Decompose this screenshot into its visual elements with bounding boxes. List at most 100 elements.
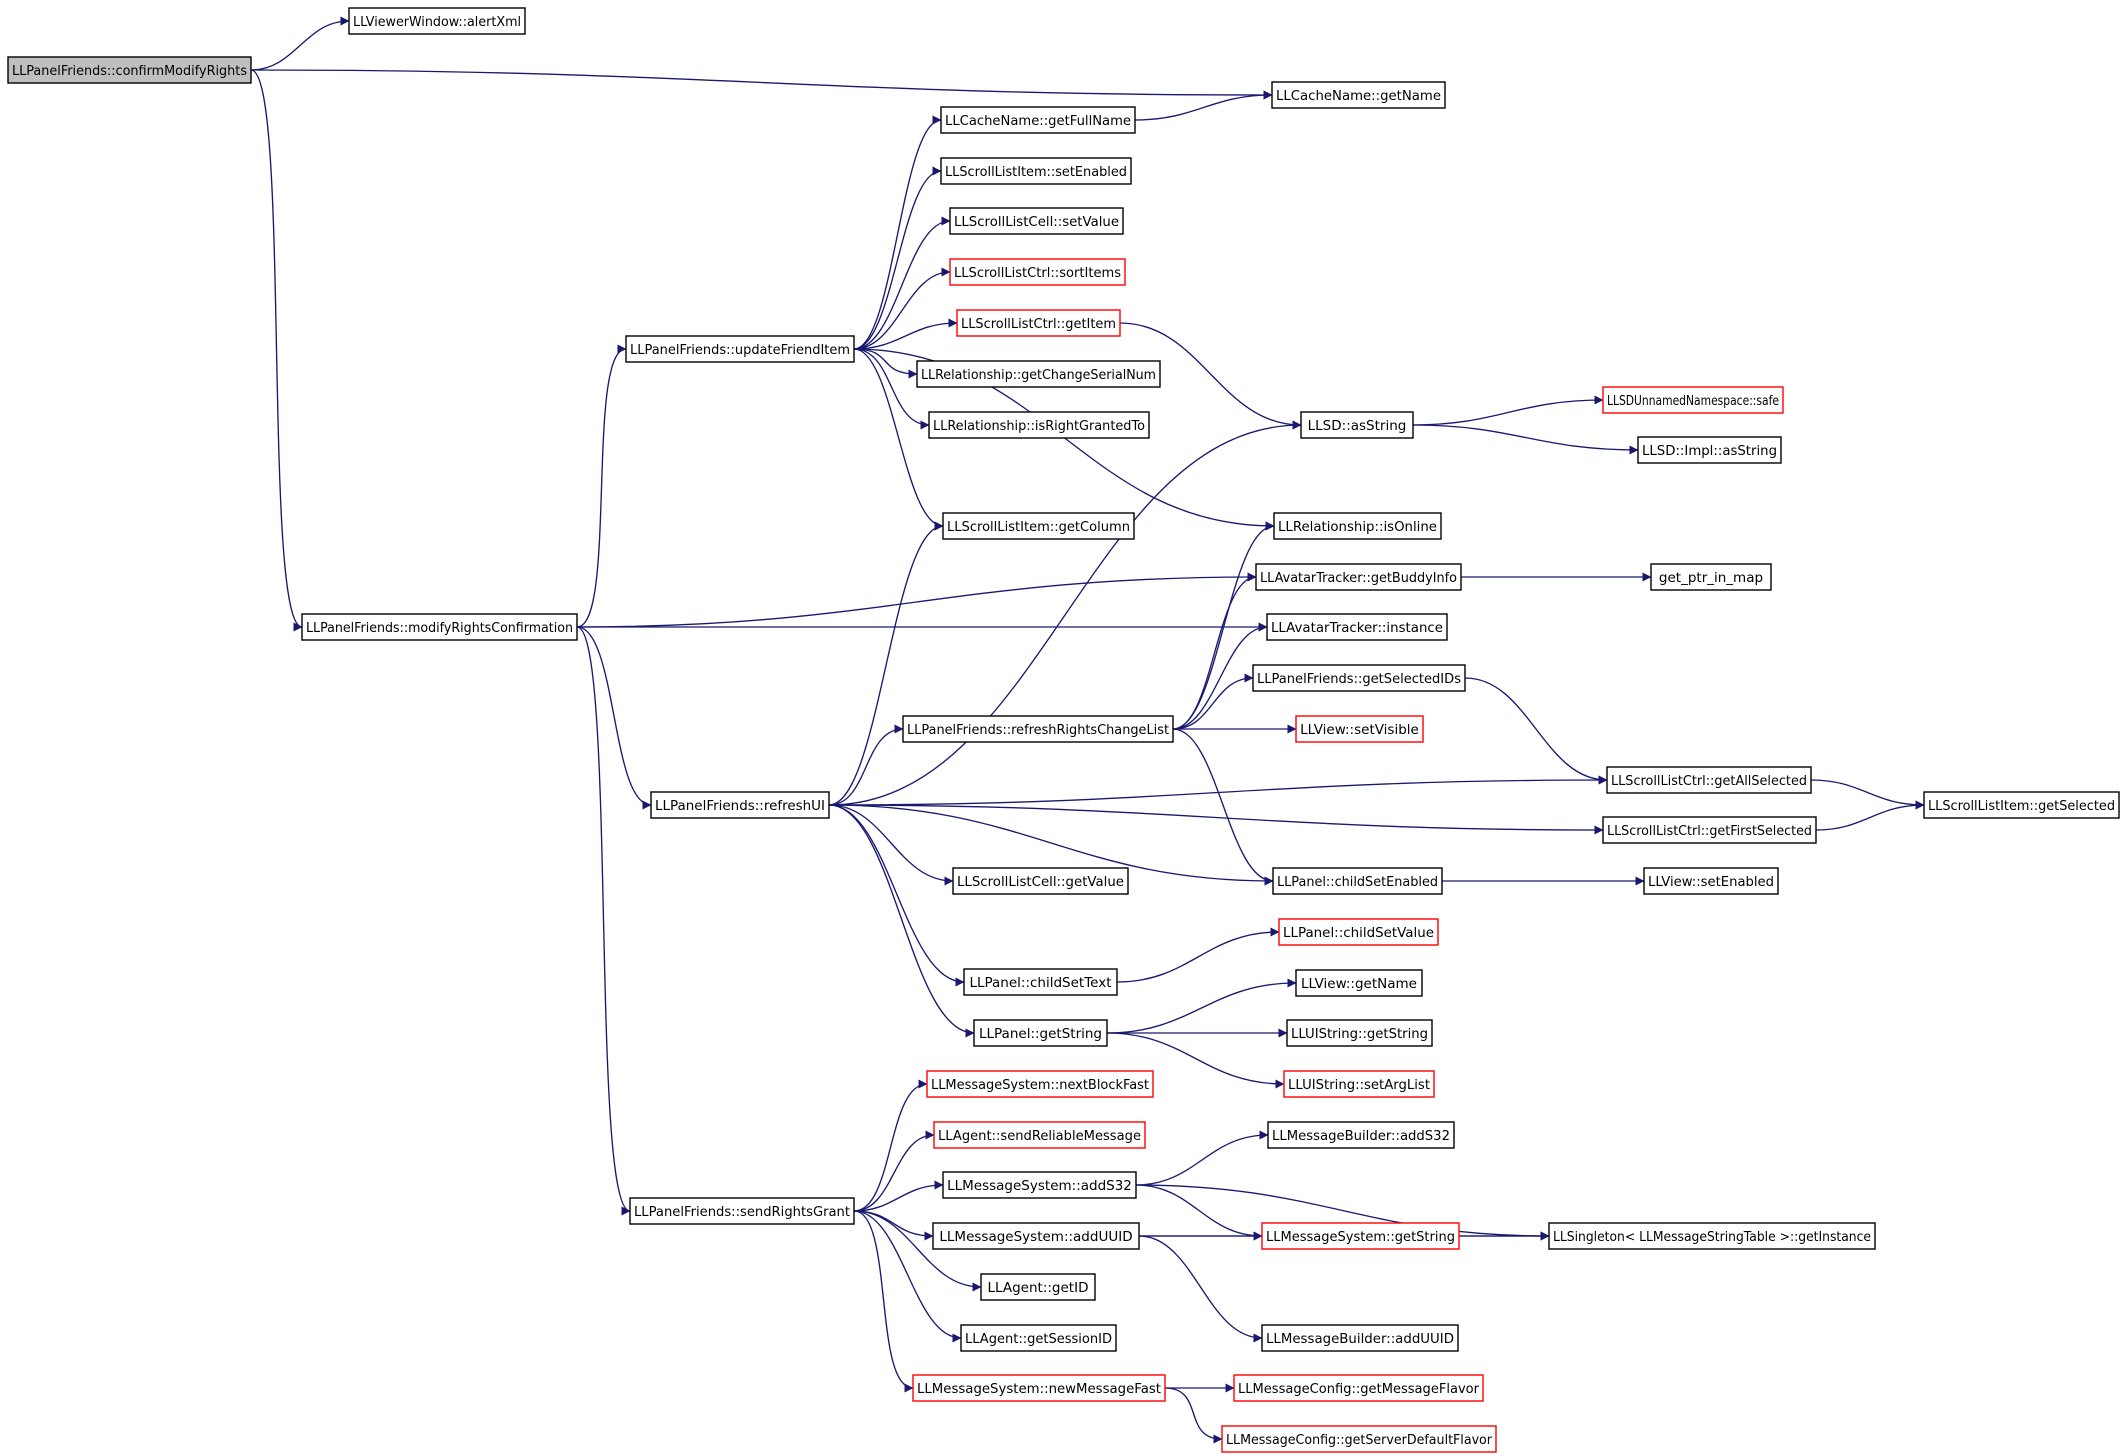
function-node-alert-xml[interactable]: LLViewerWindow::alertXml	[348, 7, 526, 35]
function-node-label: LLScrollListCell::setValue	[954, 214, 1119, 230]
function-node-ui-get-string[interactable]: LLUIString::getString	[1286, 1019, 1433, 1047]
function-node-agent-get-id[interactable]: LLAgent::getID	[980, 1273, 1096, 1301]
call-edge-send-rights-grant-to-msg-add-uuid	[853, 1210, 934, 1241]
call-edge-path	[1138, 1235, 1263, 1343]
call-edge-path	[1134, 90, 1273, 121]
function-node-msg-get-string[interactable]: LLMessageSystem::getString	[1261, 1222, 1460, 1250]
function-node-cell-get-value[interactable]: LLScrollListCell::getValue	[952, 867, 1129, 895]
function-node-safe[interactable]: LLSDUnnamedNamespace::safe	[1602, 386, 1784, 414]
function-node-label: LLMessageConfig::getMessageFlavor	[1238, 1381, 1479, 1397]
call-edge-modify-rights-confirmation-to-refresh-ui	[576, 626, 652, 810]
call-edge-refresh-rights-change-list-to-get-buddy-info	[1172, 572, 1257, 730]
function-node-label: LLSD::Impl::asString	[1642, 443, 1777, 459]
call-edge-path	[250, 69, 1273, 100]
function-node-label: LLMessageSystem::nextBlockFast	[931, 1077, 1149, 1093]
function-node-label: LLCacheName::getName	[1276, 88, 1441, 104]
function-node-box	[952, 867, 1129, 895]
function-node-box	[625, 335, 855, 363]
function-node-msg-add-s32[interactable]: LLMessageSystem::addS32	[942, 1171, 1137, 1199]
call-edge-send-rights-grant-to-agent-get-id	[853, 1210, 982, 1292]
function-node-get-server-default-flavor[interactable]: LLMessageConfig::getServerDefaultFlavor	[1221, 1425, 1497, 1453]
function-node-tracker-instance[interactable]: LLAvatarTracker::instance	[1266, 613, 1448, 641]
function-node-label: LLPanelFriends::refreshUI	[655, 798, 825, 814]
function-node-box	[933, 1121, 1146, 1149]
call-edge-path	[1135, 1184, 1550, 1241]
function-node-get-change-serial-num[interactable]: LLRelationship::getChangeSerialNum	[916, 360, 1161, 388]
call-edge-update-friend-item-to-item-set-enabled	[853, 166, 942, 350]
function-node-msg-add-uuid[interactable]: LLMessageSystem::addUUID	[932, 1222, 1140, 1250]
function-node-box	[949, 258, 1126, 286]
function-node-panel-get-string[interactable]: LLPanel::getString	[973, 1019, 1108, 1047]
function-node-builder-add-uuid[interactable]: LLMessageBuilder::addUUID	[1261, 1324, 1459, 1352]
function-node-sort-items[interactable]: LLScrollListCtrl::sortItems	[949, 258, 1126, 286]
function-node-get-ptr-in-map[interactable]: get_ptr_in_map	[1650, 563, 1772, 591]
function-node-is-online[interactable]: LLRelationship::isOnline	[1273, 512, 1442, 540]
function-node-is-right-granted-to[interactable]: LLRelationship::isRightGrantedTo	[928, 411, 1150, 439]
call-edge-path	[828, 724, 904, 806]
call-edge-path	[828, 420, 1302, 806]
call-edge-path	[250, 16, 350, 71]
function-node-cache-get-name[interactable]: LLCacheName::getName	[1271, 81, 1446, 109]
function-node-send-rights-grant[interactable]: LLPanelFriends::sendRightsGrant	[629, 1197, 855, 1225]
function-node-box	[980, 1273, 1096, 1301]
function-node-box	[301, 613, 578, 641]
function-node-box	[1606, 766, 1812, 794]
function-node-cell-set-value[interactable]: LLScrollListCell::setValue	[949, 207, 1124, 235]
function-node-box	[942, 512, 1135, 540]
function-node-send-reliable-message[interactable]: LLAgent::sendReliableMessage	[933, 1121, 1146, 1149]
function-node-singleton-get-instance[interactable]: LLSingleton< LLMessageStringTable >::get…	[1548, 1222, 1876, 1250]
function-node-child-set-enabled[interactable]: LLPanel::childSetEnabled	[1272, 867, 1443, 895]
call-edge-get-selected-ids-to-get-all-selected	[1464, 677, 1608, 785]
function-node-child-set-value[interactable]: LLPanel::childSetValue	[1278, 918, 1439, 946]
call-edge-sd-as-string-to-impl-as-string	[1412, 424, 1639, 455]
function-node-get-column[interactable]: LLScrollListItem::getColumn	[942, 512, 1135, 540]
function-node-update-friend-item[interactable]: LLPanelFriends::updateFriendItem	[625, 335, 855, 363]
function-node-get-buddy-info[interactable]: LLAvatarTracker::getBuddyInfo	[1255, 563, 1462, 591]
function-node-get-selected-ids[interactable]: LLPanelFriends::getSelectedIDs	[1252, 664, 1466, 692]
function-node-box	[1255, 563, 1462, 591]
function-node-item-get-selected[interactable]: LLScrollListItem::getSelected	[1923, 791, 2120, 819]
function-node-sd-as-string[interactable]: LLSD::asString	[1300, 411, 1414, 439]
call-edge-confirm-modify-rights-to-modify-rights-confirmation	[250, 69, 303, 632]
call-edge-path	[853, 166, 942, 350]
function-node-refresh-ui[interactable]: LLPanelFriends::refreshUI	[650, 791, 830, 819]
function-node-view-get-name[interactable]: LLView::getName	[1295, 969, 1423, 997]
function-node-label: LLPanelFriends::confirmModifyRights	[12, 63, 247, 79]
call-edge-path	[853, 267, 951, 350]
function-node-child-set-text[interactable]: LLPanel::childSetText	[963, 968, 1118, 996]
function-node-box	[1283, 1070, 1435, 1098]
call-edge-path	[828, 804, 1604, 835]
function-node-modify-rights-confirmation[interactable]: LLPanelFriends::modifyRightsConfirmation	[301, 613, 578, 641]
function-node-box	[1923, 791, 2120, 819]
call-edge-path	[1172, 622, 1268, 730]
function-node-builder-add-s32[interactable]: LLMessageBuilder::addS32	[1267, 1121, 1455, 1149]
function-node-view-set-visible[interactable]: LLView::setVisible	[1295, 715, 1424, 743]
function-node-get-session-id[interactable]: LLAgent::getSessionID	[960, 1324, 1117, 1352]
function-node-get-all-selected[interactable]: LLScrollListCtrl::getAllSelected	[1606, 766, 1812, 794]
function-node-box	[1221, 1425, 1497, 1453]
function-node-box	[932, 1222, 1140, 1250]
function-node-new-message-fast[interactable]: LLMessageSystem::newMessageFast	[912, 1374, 1166, 1402]
function-node-refresh-rights-change-list[interactable]: LLPanelFriends::refreshRightsChangeList	[902, 715, 1174, 743]
function-node-view-set-enabled[interactable]: LLView::setEnabled	[1643, 867, 1779, 895]
function-node-get-message-flavor[interactable]: LLMessageConfig::getMessageFlavor	[1233, 1374, 1484, 1402]
function-node-get-first-selected[interactable]: LLScrollListCtrl::getFirstSelected	[1602, 816, 1817, 844]
function-node-set-arg-list[interactable]: LLUIString::setArgList	[1283, 1070, 1435, 1098]
function-node-ctrl-get-item[interactable]: LLScrollListCtrl::getItem	[956, 309, 1121, 337]
function-node-label: LLRelationship::getChangeSerialNum	[921, 367, 1156, 383]
call-edge-refresh-rights-change-list-to-tracker-instance	[1172, 622, 1268, 730]
function-node-box	[7, 56, 252, 84]
call-edge-refresh-ui-to-panel-get-string	[828, 804, 975, 1038]
call-edge-path	[853, 1180, 944, 1212]
function-node-next-block-fast[interactable]: LLMessageSystem::nextBlockFast	[926, 1070, 1154, 1098]
call-edge-update-friend-item-to-get-column	[853, 348, 944, 531]
function-node-box	[1300, 411, 1414, 439]
call-edge-msg-add-s32-to-msg-get-string	[1135, 1184, 1263, 1241]
function-node-get-full-name[interactable]: LLCacheName::getFullName	[940, 106, 1136, 134]
function-node-item-set-enabled[interactable]: LLScrollListItem::setEnabled	[940, 157, 1132, 185]
function-node-impl-as-string[interactable]: LLSD::Impl::asString	[1637, 436, 1782, 464]
function-node-box	[940, 106, 1136, 134]
call-edge-modify-rights-confirmation-to-get-buddy-info	[576, 572, 1257, 628]
function-node-label: LLUIString::getString	[1291, 1026, 1428, 1042]
function-node-box	[1637, 436, 1782, 464]
